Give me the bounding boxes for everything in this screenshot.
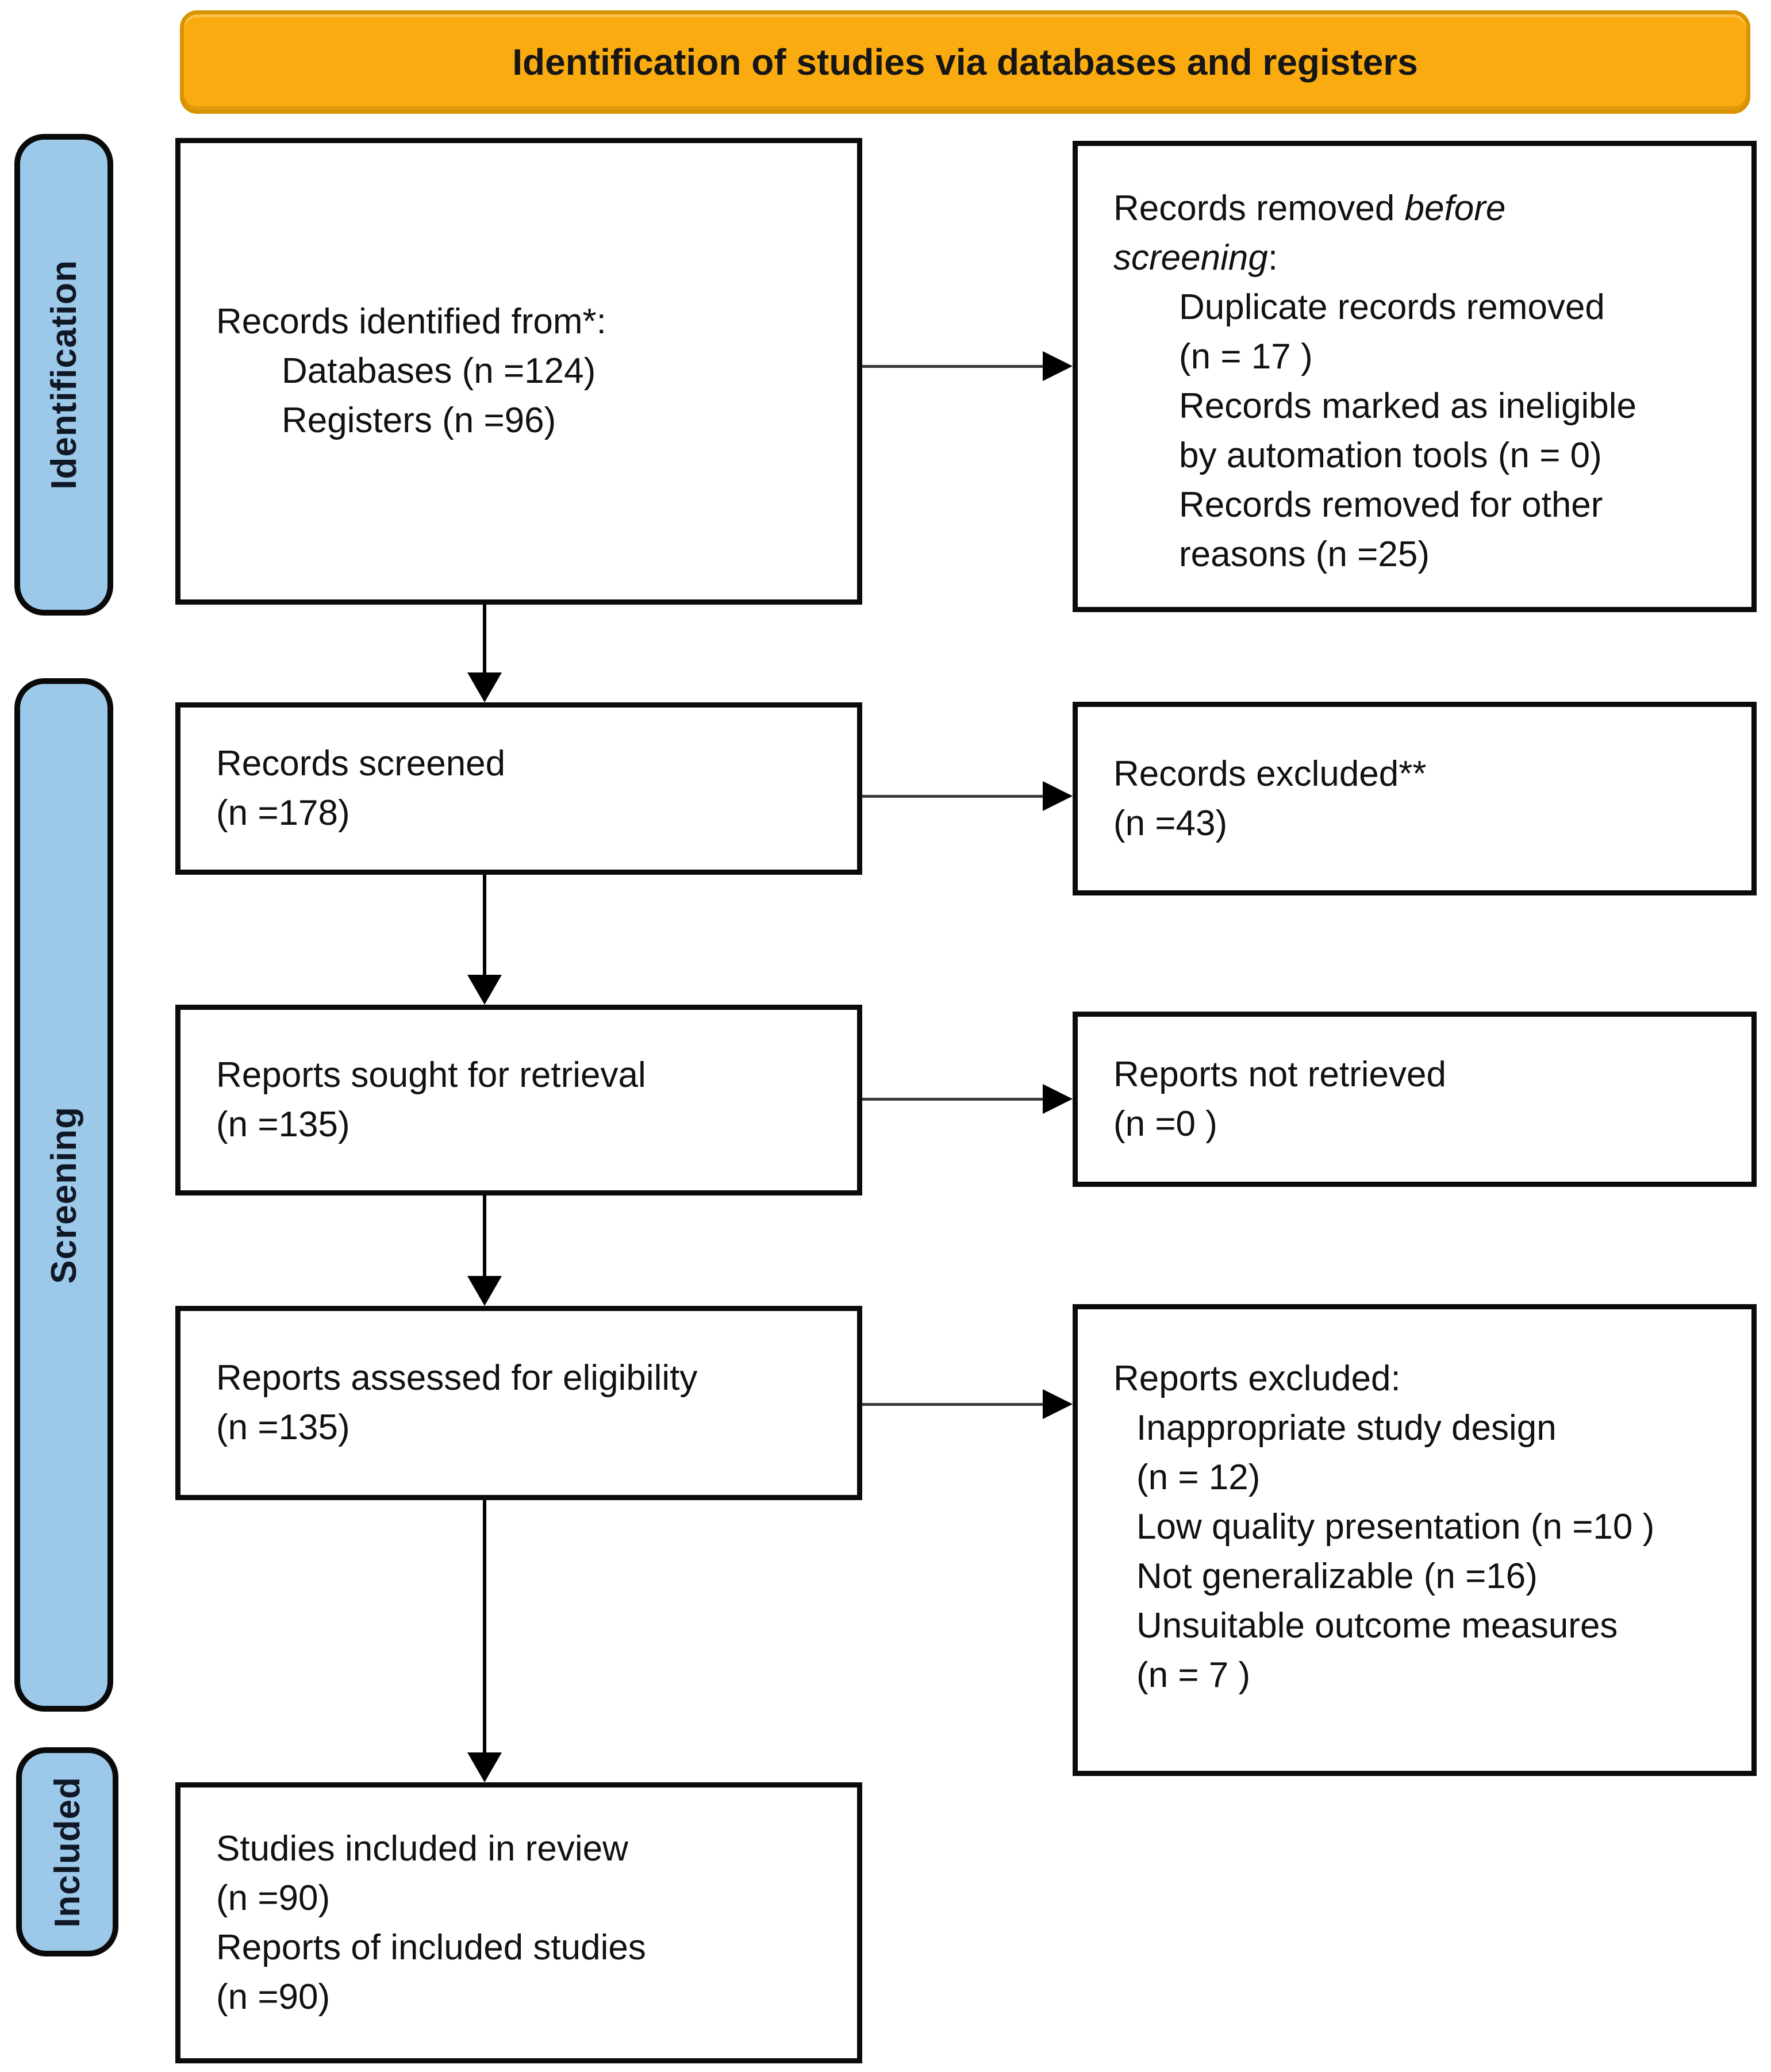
arrowhead-down-1 — [467, 672, 502, 702]
text-line: (n = 17 ) — [1179, 337, 1313, 376]
heading-italic: before — [1404, 189, 1506, 228]
text-line: (n =90) — [216, 1878, 331, 1918]
text-line: (n = 12) — [1136, 1458, 1261, 1497]
text-line: (n = 7 ) — [1136, 1655, 1251, 1695]
arrowhead-right-1 — [1043, 351, 1073, 381]
arrowhead-right-3 — [1043, 1084, 1073, 1114]
heading-plain: : — [1267, 238, 1278, 278]
text-line: Records excluded** — [1113, 754, 1427, 794]
stage-pill-screening: Screening — [14, 678, 113, 1712]
text-line: Duplicate records removed — [1179, 287, 1605, 327]
box-records-screened: Records screened (n =178) — [175, 702, 862, 875]
box-records-removed: Records removed before screening: Duplic… — [1073, 141, 1757, 612]
arrow-line-right-4 — [862, 1403, 1044, 1406]
box-records-excluded: Records excluded** (n =43) — [1073, 702, 1757, 895]
text-line: screening: — [1113, 233, 1740, 283]
text-line: (n =0 ) — [1113, 1104, 1217, 1144]
stage-label-screening: Screening — [44, 1106, 84, 1284]
text-line: Reports sought for retrieval — [216, 1055, 646, 1095]
arrow-line-down-3 — [483, 1195, 486, 1279]
text-line: Reports not retrieved — [1113, 1054, 1446, 1094]
arrow-line-right-2 — [862, 795, 1044, 798]
arrow-line-right-1 — [862, 365, 1044, 368]
text-line: Records identified from*: — [216, 302, 606, 341]
text-line: Low quality presentation (n =10 ) — [1136, 1507, 1655, 1547]
arrowhead-down-2 — [467, 975, 502, 1005]
text-line: Studies included in review — [216, 1828, 628, 1869]
arrowhead-down-3 — [467, 1276, 502, 1306]
text-line: Inappropriate study design — [1136, 1408, 1557, 1448]
box-reports-sought: Reports sought for retrieval (n =135) — [175, 1005, 862, 1195]
text-line: Reports excluded: — [1113, 1359, 1401, 1398]
arrowhead-down-4 — [467, 1752, 502, 1782]
text-line: by automation tools (n = 0) — [1179, 436, 1602, 475]
text-line: (n =135) — [216, 1408, 350, 1447]
box-studies-included: Studies included in review (n =90) Repor… — [175, 1782, 862, 2063]
arrow-line-down-1 — [483, 605, 486, 676]
box-reports-excluded: Reports excluded: Inappropriate study de… — [1073, 1304, 1757, 1776]
text-line: Records removed for other — [1179, 485, 1603, 525]
text-line: reasons (n =25) — [1179, 535, 1430, 574]
text-line: (n =178) — [216, 793, 350, 833]
text-line: Records screened — [216, 744, 506, 783]
text-line: Registers (n =96) — [282, 401, 556, 440]
stage-pill-identification: Identification — [14, 134, 113, 616]
text-line: Reports assessed for eligibility — [216, 1358, 698, 1398]
text-line: Reports of included studies — [216, 1927, 646, 1967]
stage-label-identification: Identification — [44, 260, 84, 490]
text-line: (n =135) — [216, 1105, 350, 1144]
banner: Identification of studies via databases … — [180, 10, 1750, 114]
arrow-line-down-2 — [483, 875, 486, 978]
stage-label-included: Included — [47, 1776, 87, 1928]
stage-pill-included: Included — [16, 1747, 118, 1956]
text-line: Records marked as ineligible — [1179, 386, 1637, 426]
text-line: (n =90) — [216, 1977, 331, 2017]
heading-plain: Records removed — [1113, 189, 1405, 228]
banner-title: Identification of studies via databases … — [512, 41, 1418, 83]
text-line: Not generalizable (n =16) — [1136, 1556, 1538, 1596]
box-reports-not-retrieved: Reports not retrieved (n =0 ) — [1073, 1012, 1757, 1187]
arrowhead-right-4 — [1043, 1389, 1073, 1419]
text-line: (n =43) — [1113, 803, 1228, 843]
text-line: Unsuitable outcome measures — [1136, 1606, 1618, 1646]
box-records-identified: Records identified from*: Databases (n =… — [175, 138, 862, 605]
arrowhead-right-2 — [1043, 781, 1073, 811]
text-line: Records removed before — [1113, 184, 1740, 233]
text-line: Databases (n =124) — [282, 351, 596, 391]
arrow-line-down-4 — [483, 1500, 486, 1756]
arrow-line-right-3 — [862, 1098, 1044, 1101]
box-reports-assessed: Reports assessed for eligibility (n =135… — [175, 1306, 862, 1500]
heading-italic: screening — [1113, 238, 1268, 278]
